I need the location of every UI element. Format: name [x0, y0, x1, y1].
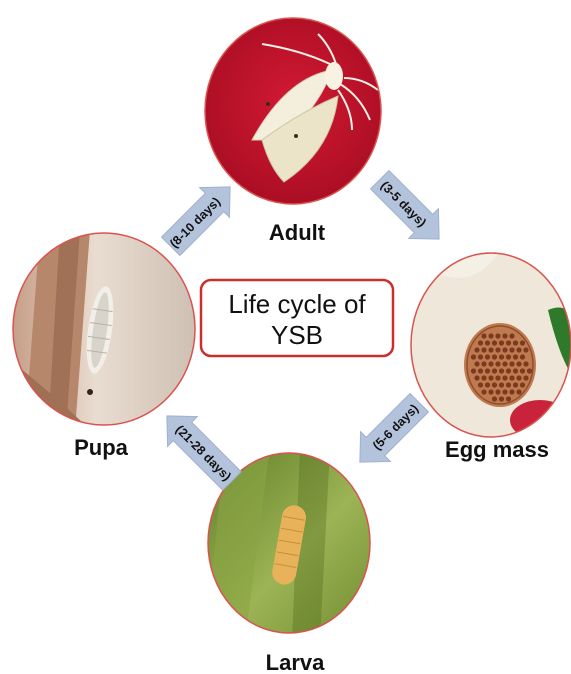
adult-photo — [200, 15, 390, 210]
egg-dot — [471, 354, 476, 359]
egg-dot — [502, 361, 507, 366]
egg-dot — [499, 340, 504, 345]
egg-dot — [492, 368, 497, 373]
egg-dot — [481, 333, 486, 338]
egg-dot — [481, 389, 486, 394]
egg-dot — [492, 340, 497, 345]
egg-dot — [488, 347, 493, 352]
egg-dot — [513, 382, 518, 387]
egg-dot — [499, 396, 504, 401]
egg-dot — [513, 368, 518, 373]
egg-dot — [527, 368, 532, 373]
egg-dot — [499, 382, 504, 387]
egg-dot — [523, 347, 528, 352]
egg-dot — [509, 361, 514, 366]
egg-dot — [471, 368, 476, 373]
egg-dot — [502, 333, 507, 338]
egg-dot — [478, 368, 483, 373]
egg-dot — [492, 382, 497, 387]
egg-dot — [516, 347, 521, 352]
arrow-adult-to-egg: (3-5 days) — [365, 165, 454, 254]
egg-dot — [516, 361, 521, 366]
egg-dot — [495, 375, 500, 380]
egg-dot — [481, 347, 486, 352]
stage-label-larva: Larva — [266, 650, 325, 674]
egg-dot — [502, 375, 507, 380]
arrow-pupa-to-adult: (8-10 days) — [156, 172, 245, 261]
egg-dot — [478, 354, 483, 359]
egg-dot — [502, 389, 507, 394]
egg-dot — [520, 368, 525, 373]
egg-dot — [474, 375, 479, 380]
egg-dot — [523, 361, 528, 366]
egg-mass-photo — [405, 250, 571, 440]
egg-dot — [523, 375, 528, 380]
egg-dot — [481, 361, 486, 366]
egg-dot — [499, 354, 504, 359]
egg-dot — [499, 368, 504, 373]
egg-dot — [488, 375, 493, 380]
egg-dot — [485, 340, 490, 345]
egg-dot — [506, 396, 511, 401]
egg-dot — [488, 333, 493, 338]
arrow-egg-to-larva: (5-6 days) — [345, 388, 434, 477]
egg-dot — [509, 389, 514, 394]
egg-dot — [485, 368, 490, 373]
egg-dot — [492, 354, 497, 359]
title-line-1: Life cycle of — [228, 289, 366, 319]
egg-dot — [485, 382, 490, 387]
egg-dot — [516, 389, 521, 394]
egg-dot — [509, 375, 514, 380]
egg-dot — [506, 340, 511, 345]
egg-dot — [478, 340, 483, 345]
title-line-2: YSB — [271, 320, 323, 350]
egg-dot — [474, 347, 479, 352]
egg-dot — [492, 396, 497, 401]
stage-label-pupa: Pupa — [74, 435, 129, 460]
pupa-photo — [10, 230, 200, 430]
egg-dot — [509, 333, 514, 338]
egg-dot — [474, 361, 479, 366]
egg-dot — [495, 361, 500, 366]
egg-dot — [488, 389, 493, 394]
egg-dot — [506, 354, 511, 359]
duration-larva-to-pupa: (21-28 days) — [173, 423, 234, 484]
egg-dot — [520, 340, 525, 345]
egg-dot — [485, 354, 490, 359]
egg-dot — [481, 375, 486, 380]
title-box: Life cycle of YSB — [201, 280, 393, 356]
egg-dot — [495, 347, 500, 352]
egg-dot — [513, 354, 518, 359]
egg-dot — [506, 382, 511, 387]
egg-dot — [520, 382, 525, 387]
egg-dot — [520, 354, 525, 359]
egg-dot — [502, 347, 507, 352]
egg-dot — [513, 340, 518, 345]
stage-label-adult: Adult — [269, 220, 326, 245]
egg-dot — [506, 368, 511, 373]
egg-dot — [478, 382, 483, 387]
egg-dot — [495, 333, 500, 338]
egg-dot — [516, 375, 521, 380]
egg-dot — [509, 347, 514, 352]
egg-dot — [488, 361, 493, 366]
stage-label-egg-mass: Egg mass — [445, 437, 549, 462]
egg-dot — [495, 389, 500, 394]
